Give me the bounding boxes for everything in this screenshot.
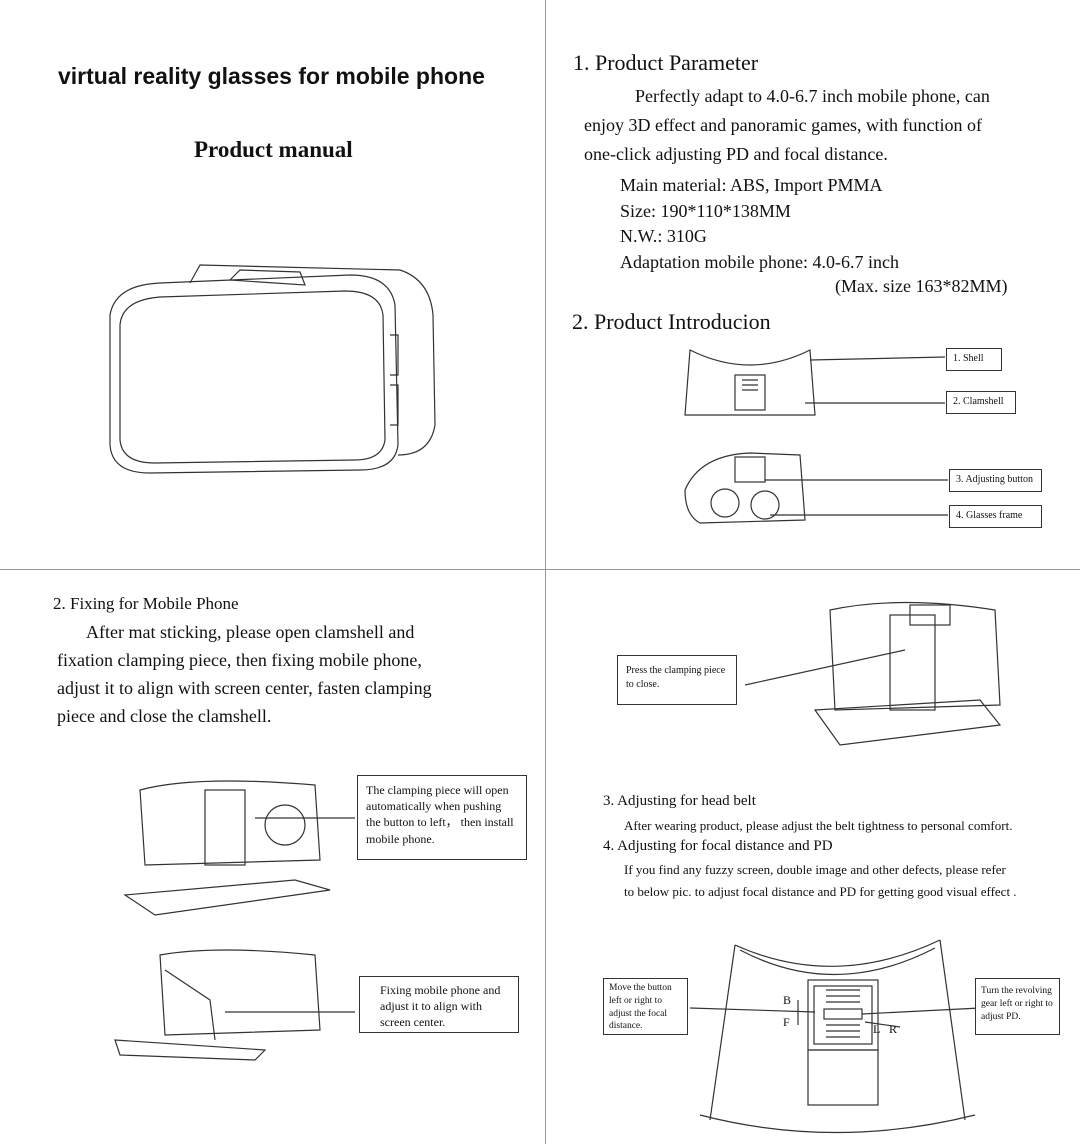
label-clamshell: 2. Clamshell (946, 391, 1016, 414)
callout-pd: Turn the revolving gear left or right to… (975, 978, 1060, 1035)
main-material: Main material: ABS, Import PMMA (620, 175, 883, 195)
fixing-line: After mat sticking, please open clamshel… (86, 622, 415, 642)
callout-clamping-open: The clamping piece will open automatical… (357, 775, 527, 860)
product-parameter-heading: 1. Product Parameter (573, 50, 759, 75)
max-size: (Max. size 163*82MM) (835, 276, 1008, 296)
label-glasses-frame: 4. Glasses frame (949, 505, 1042, 528)
vertical-divider (545, 0, 546, 1144)
fixing-heading: 2. Fixing for Mobile Phone (53, 594, 239, 613)
label-adjusting-button: 3. Adjusting button (949, 469, 1042, 492)
close-clamshell-illustration (744, 601, 1002, 746)
callout-focal-distance: Move the button left or right to adjust … (603, 978, 688, 1035)
horizontal-divider (0, 569, 1080, 570)
vr-headset-illustration (109, 264, 436, 474)
callout-fixing-phone: Fixing mobile phone and adjust it to ali… (359, 976, 519, 1033)
fixing-line: fixation clamping piece, then fixing mob… (57, 650, 422, 670)
letter-l: L (873, 1022, 881, 1036)
size: Size: 190*110*138MM (620, 201, 791, 221)
net-weight: N.W.: 310G (620, 226, 707, 246)
product-intro-heading: 2. Product Introducion (572, 309, 771, 334)
param-line: Perfectly adapt to 4.0-6.7 inch mobile p… (635, 86, 990, 106)
document-subtitle: Product manual (194, 137, 353, 162)
letter-f: F (783, 1015, 790, 1029)
param-line: enjoy 3D effect and panoramic games, wit… (584, 115, 983, 135)
fixing-line: piece and close the clamshell. (57, 706, 272, 726)
fixing-line: adjust it to align with screen center, f… (57, 678, 432, 698)
head-belt-text: After wearing product, please adjust the… (624, 818, 1013, 833)
letter-b: B (783, 993, 792, 1007)
focal-line: to below pic. to adjust focal distance a… (624, 884, 1017, 899)
document-title: virtual reality glasses for mobile phone (58, 63, 485, 89)
adaptation: Adaptation mobile phone: 4.0-6.7 inch (620, 252, 899, 272)
open-clamshell-illustration (114, 780, 355, 1061)
label-shell: 1. Shell (946, 348, 1002, 371)
callout-press-clamping: Press the clamping piece to close. (617, 655, 737, 705)
focal-heading: 4. Adjusting for focal distance and PD (603, 838, 833, 854)
head-belt-heading: 3. Adjusting for head belt (603, 793, 756, 809)
letter-r: R (889, 1022, 898, 1036)
product-parts-illustration (684, 349, 948, 524)
focal-pd-illustration (689, 939, 981, 1134)
focal-line: If you find any fuzzy screen, double ima… (624, 862, 1006, 877)
param-line: one-click adjusting PD and focal distanc… (584, 144, 888, 164)
